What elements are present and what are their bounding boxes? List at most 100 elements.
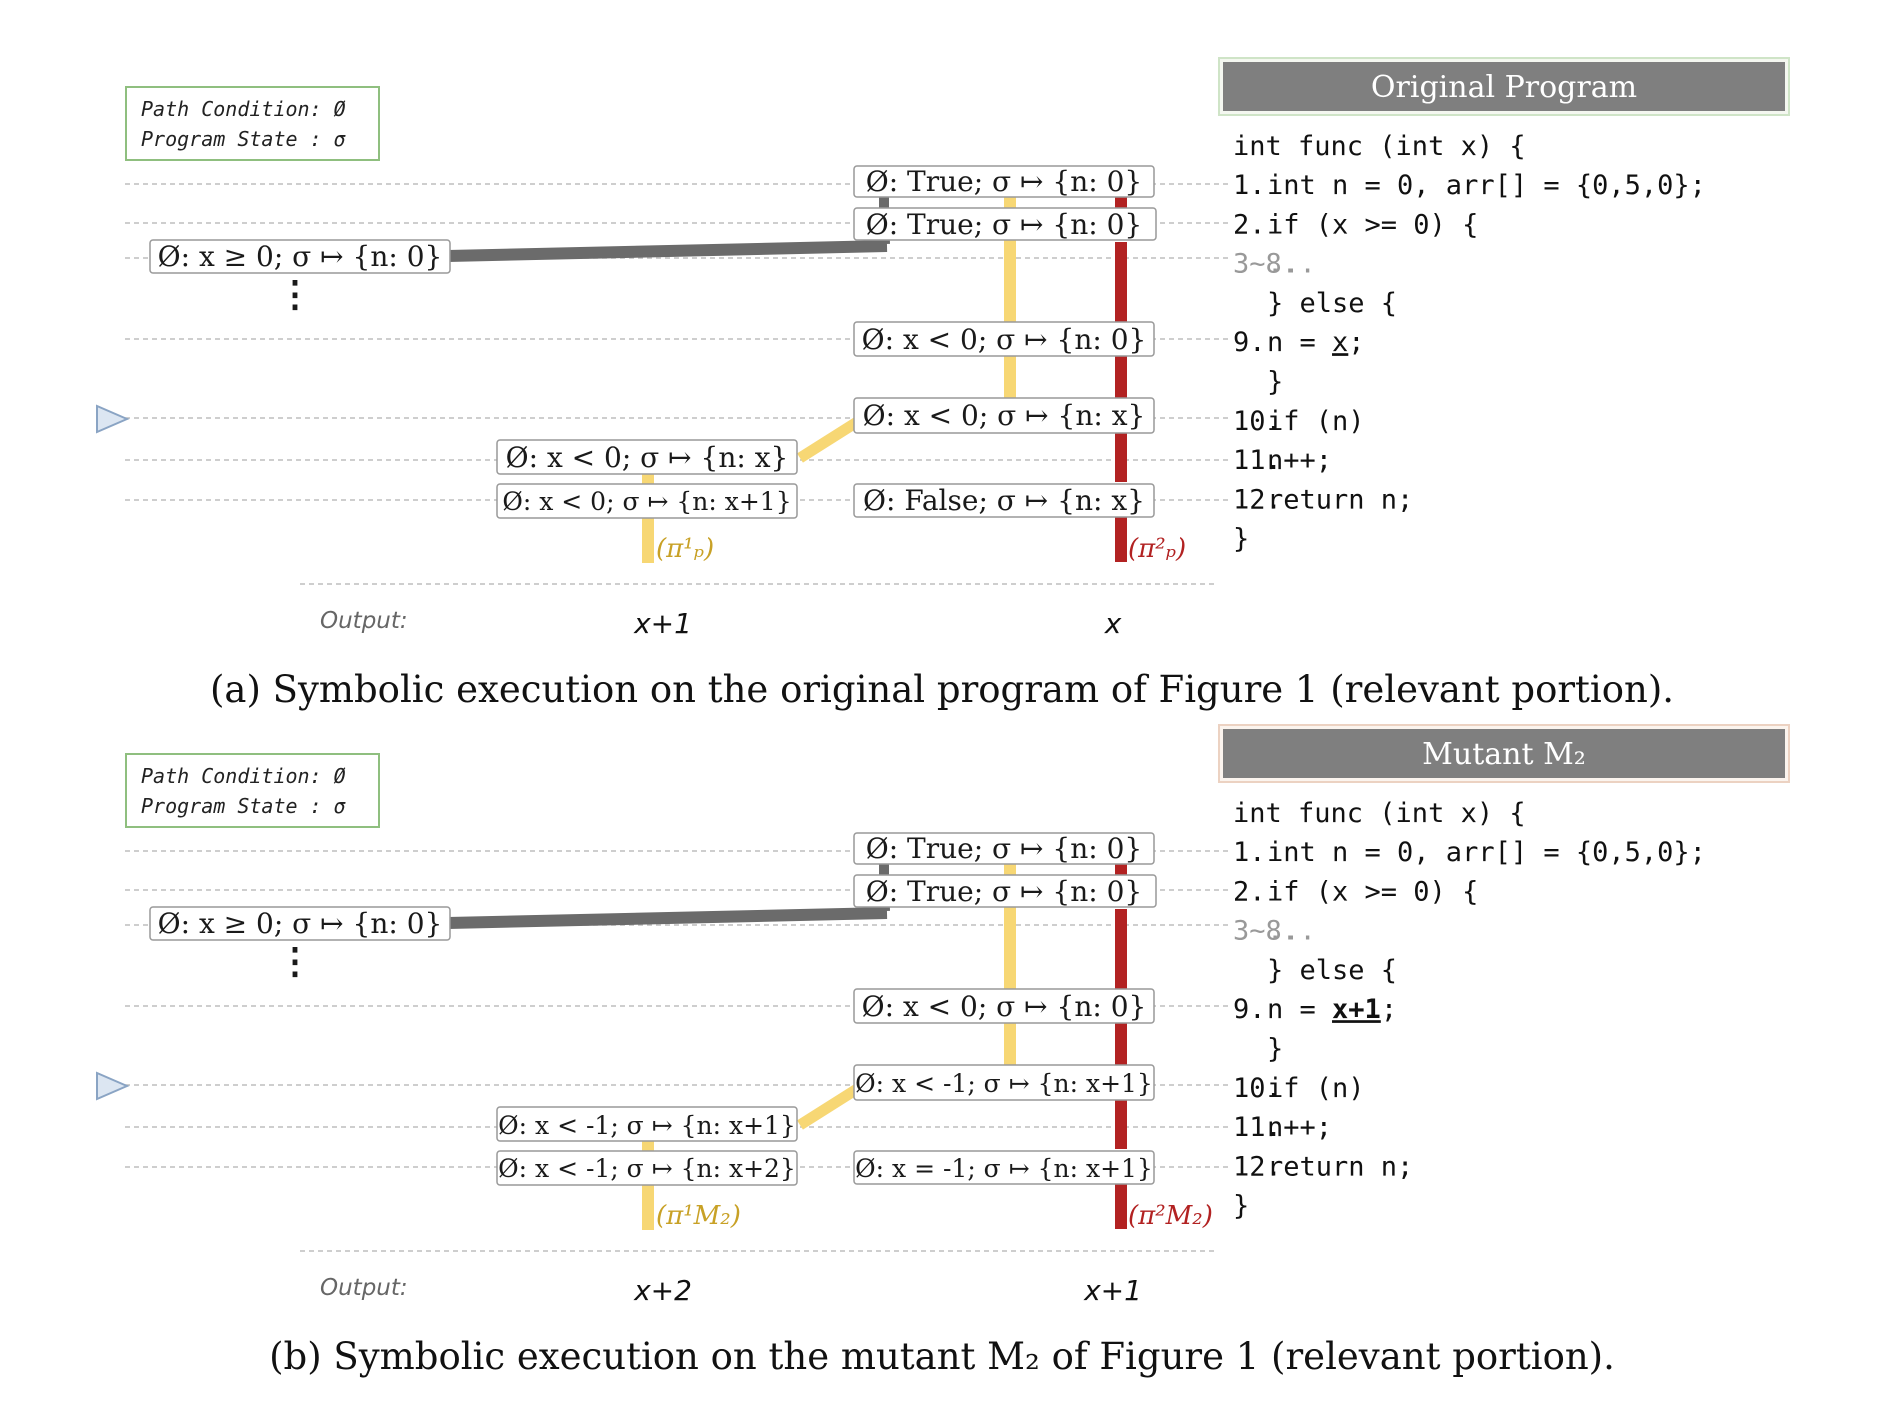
code-line-text: if (x >= 0) {: [1267, 209, 1478, 240]
code-line-text: return n;: [1267, 1151, 1413, 1182]
diagram-mutant: Path Condition: Ø Program State : σ Ø: T…: [96, 724, 1790, 1378]
current-line-marker-icon: [96, 1071, 130, 1101]
code-line-number: 3~8.: [1233, 249, 1298, 280]
code-line-text: return n;: [1267, 484, 1413, 515]
node-line-10: Ø: x < -1; σ ↦ {n: x+1}: [853, 1064, 1155, 1101]
path-2-label: (π²M₂): [1128, 1201, 1213, 1231]
code-line-text: if (n): [1267, 1073, 1365, 1104]
edge-gray-to-else: [447, 907, 888, 929]
legend-path-condition: Path Condition: Ø: [141, 97, 346, 121]
node-line-2: Ø: True; σ ↦ {n: 0}: [853, 874, 1157, 908]
legend: Path Condition: Ø Program State : σ: [125, 753, 380, 828]
code-line-text: }: [1267, 1034, 1283, 1065]
caption: (a) Symbolic execution on the original p…: [210, 668, 1674, 711]
path-1-label: (π¹ₚ): [656, 534, 714, 564]
code-line-text: n = x;: [1267, 327, 1365, 358]
path-1-yellow: [642, 190, 1016, 563]
ellipsis-vertical: ⋮: [277, 940, 313, 982]
code-line-number: 12.: [1233, 1151, 1282, 1182]
edge-gray-to-else: [447, 240, 888, 262]
node-line-10: Ø: x < 0; σ ↦ {n: x}: [853, 397, 1155, 434]
code-line-number: 10.: [1233, 1073, 1282, 1104]
code-line-text: } else {: [1267, 288, 1397, 319]
node-line-9-label: Ø: x < 0; σ ↦ {n: 0}: [862, 323, 1147, 356]
code-line-text: }: [1267, 367, 1283, 398]
node-line-9: Ø: x < 0; σ ↦ {n: 0}: [853, 988, 1155, 1024]
node-line-12-right-label: Ø: False; σ ↦ {n: x}: [863, 484, 1145, 517]
node-line-12-left: Ø: x < -1; σ ↦ {n: x+2}: [496, 1150, 798, 1186]
code-header: int func (int x) {: [1233, 798, 1526, 829]
code-lines: 1. int n = 0, arr[] = {0,5,0};2. if (x >…: [1233, 170, 1706, 555]
legend-program-state: Program State : σ: [141, 794, 346, 818]
code-line-text: ...: [1267, 916, 1316, 947]
code-line-number: 11.: [1233, 1112, 1282, 1143]
code-line-number: }: [1233, 524, 1249, 555]
node-line-12-left: Ø: x < 0; σ ↦ {n: x+1}: [496, 483, 798, 519]
code-header: int func (int x) {: [1233, 131, 1526, 162]
output-label: Output:: [320, 608, 408, 634]
node-line-12-right: Ø: False; σ ↦ {n: x}: [853, 483, 1155, 518]
code-line-number: }: [1233, 1191, 1249, 1222]
node-line-11-label: Ø: x < -1; σ ↦ {n: x+1}: [498, 1111, 796, 1140]
node-line-1-label: Ø: True; σ ↦ {n: 0}: [866, 165, 1142, 198]
code-line-number: 1.: [1233, 170, 1266, 201]
code-line-number: 2.: [1233, 876, 1266, 907]
code-line-number: 12.: [1233, 484, 1282, 515]
node-line-1: Ø: True; σ ↦ {n: 0}: [853, 165, 1155, 198]
node-line-11: Ø: x < 0; σ ↦ {n: x}: [496, 439, 798, 475]
current-line-marker-icon: [96, 404, 130, 434]
code-panel: Original Program int func (int x) { 1. i…: [1218, 57, 1790, 555]
node-line-1-label: Ø: True; σ ↦ {n: 0}: [866, 832, 1142, 865]
node-line-12-left-label: Ø: x < 0; σ ↦ {n: x+1}: [502, 487, 791, 516]
panel-original: Path Condition: Ø Program State : σ: [96, 57, 1790, 711]
code-line-text: if (x >= 0) {: [1267, 876, 1478, 907]
code-line-number: 1.: [1233, 837, 1266, 868]
output-right: x: [1104, 607, 1122, 640]
path-2-label: (π²ₚ): [1128, 534, 1186, 564]
code-panel: Mutant M₂ int func (int x) { 1. int n = …: [1218, 724, 1790, 1222]
node-line-11: Ø: x < -1; σ ↦ {n: x+1}: [496, 1106, 798, 1142]
node-line-2-label: Ø: True; σ ↦ {n: 0}: [866, 208, 1142, 241]
diagram-original: Path Condition: Ø Program State : σ: [96, 57, 1790, 711]
node-line-2: Ø: True; σ ↦ {n: 0}: [853, 207, 1157, 241]
node-line-9: Ø: x < 0; σ ↦ {n: 0}: [853, 321, 1155, 357]
node-x-ge-0: Ø: x ≥ 0; σ ↦ {n: 0}: [149, 239, 451, 274]
panel-mutant: Path Condition: Ø Program State : σ Ø: T…: [0, 667, 1884, 1378]
code-line-text: n++;: [1267, 1112, 1332, 1143]
node-line-12-right-label: Ø: x = -1; σ ↦ {n: x+1}: [855, 1154, 1153, 1183]
legend-path-condition: Path Condition: Ø: [141, 764, 346, 788]
code-line-text: int n = 0, arr[] = {0,5,0};: [1267, 170, 1706, 201]
code-title: Mutant M₂: [1422, 737, 1586, 772]
node-line-10-label: Ø: x < -1; σ ↦ {n: x+1}: [855, 1069, 1153, 1098]
code-line-text: n++;: [1267, 445, 1332, 476]
code-line-text: n = x+1;: [1267, 994, 1397, 1025]
node-line-1: Ø: True; σ ↦ {n: 0}: [853, 832, 1155, 865]
node-line-12-right: Ø: x = -1; σ ↦ {n: x+1}: [853, 1150, 1155, 1185]
node-line-12-left-label: Ø: x < -1; σ ↦ {n: x+2}: [498, 1154, 796, 1183]
node-line-9-label: Ø: x < 0; σ ↦ {n: 0}: [862, 990, 1147, 1023]
code-line-text: } else {: [1267, 955, 1397, 986]
code-line-text: ...: [1267, 249, 1316, 280]
output-right: x+1: [1083, 1274, 1142, 1307]
code-line-number: 9.: [1233, 994, 1266, 1025]
code-line-number: 10.: [1233, 406, 1282, 437]
code-title: Original Program: [1371, 70, 1637, 105]
output-left: x+2: [633, 1274, 692, 1307]
code-line-number: 9.: [1233, 327, 1266, 358]
legend: Path Condition: Ø Program State : σ: [125, 86, 380, 161]
code-line-text: if (n): [1267, 406, 1365, 437]
code-line-number: 3~8.: [1233, 916, 1298, 947]
legend-program-state: Program State : σ: [141, 127, 346, 151]
output-label: Output:: [320, 1275, 408, 1301]
path-1-label: (π¹M₂): [656, 1201, 741, 1231]
node-x-ge-0-label: Ø: x ≥ 0; σ ↦ {n: 0}: [158, 240, 443, 273]
node-x-ge-0: Ø: x ≥ 0; σ ↦ {n: 0}: [149, 906, 451, 941]
caption: (b) Symbolic execution on the mutant M₂ …: [269, 1335, 1615, 1378]
code-line-text: int n = 0, arr[] = {0,5,0};: [1267, 837, 1706, 868]
node-line-11-label: Ø: x < 0; σ ↦ {n: x}: [506, 441, 789, 474]
path-1-yellow: [642, 857, 1016, 1230]
code-lines: 1. int n = 0, arr[] = {0,5,0};2. if (x >…: [1233, 837, 1706, 1222]
node-line-2-label: Ø: True; σ ↦ {n: 0}: [866, 875, 1142, 908]
output-left: x+1: [633, 607, 692, 640]
node-line-10-label: Ø: x < 0; σ ↦ {n: x}: [863, 399, 1146, 432]
